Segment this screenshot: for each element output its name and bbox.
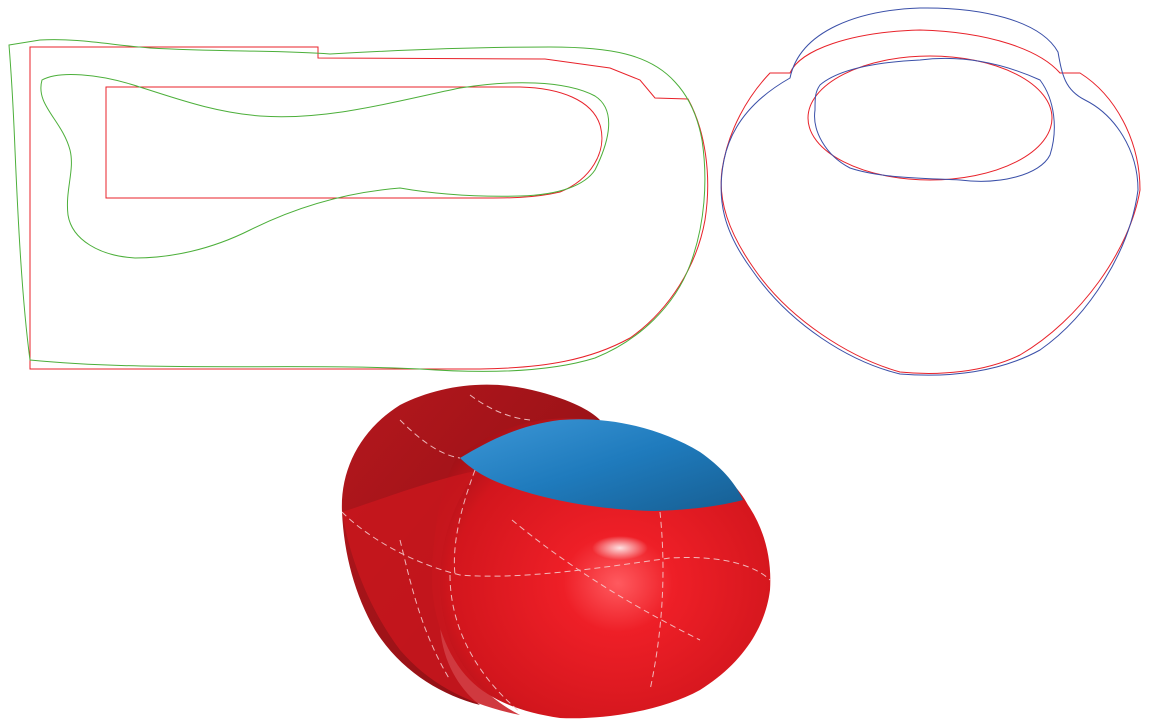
front-profile-panel [720, 7, 1141, 376]
surface-model [341, 384, 771, 719]
front-profile-red-curve [720, 29, 1141, 374]
surface-highlight [592, 536, 648, 560]
surface-patch-boundaries [341, 394, 771, 713]
side-profile-red-curve [29, 46, 709, 370]
side-profile-red-inner-curve [105, 86, 603, 199]
surface-red-left-patch [342, 470, 520, 715]
front-profile-blue-inner-curve [814, 57, 1055, 182]
side-profile-panel [8, 39, 709, 372]
front-profile-red-inner-curve [807, 55, 1053, 181]
front-profile-blue-curve [720, 7, 1139, 376]
surface-blue-patch [460, 419, 743, 511]
side-profile-green-inner-curve [40, 73, 610, 259]
side-profile-green-curve [8, 39, 706, 372]
